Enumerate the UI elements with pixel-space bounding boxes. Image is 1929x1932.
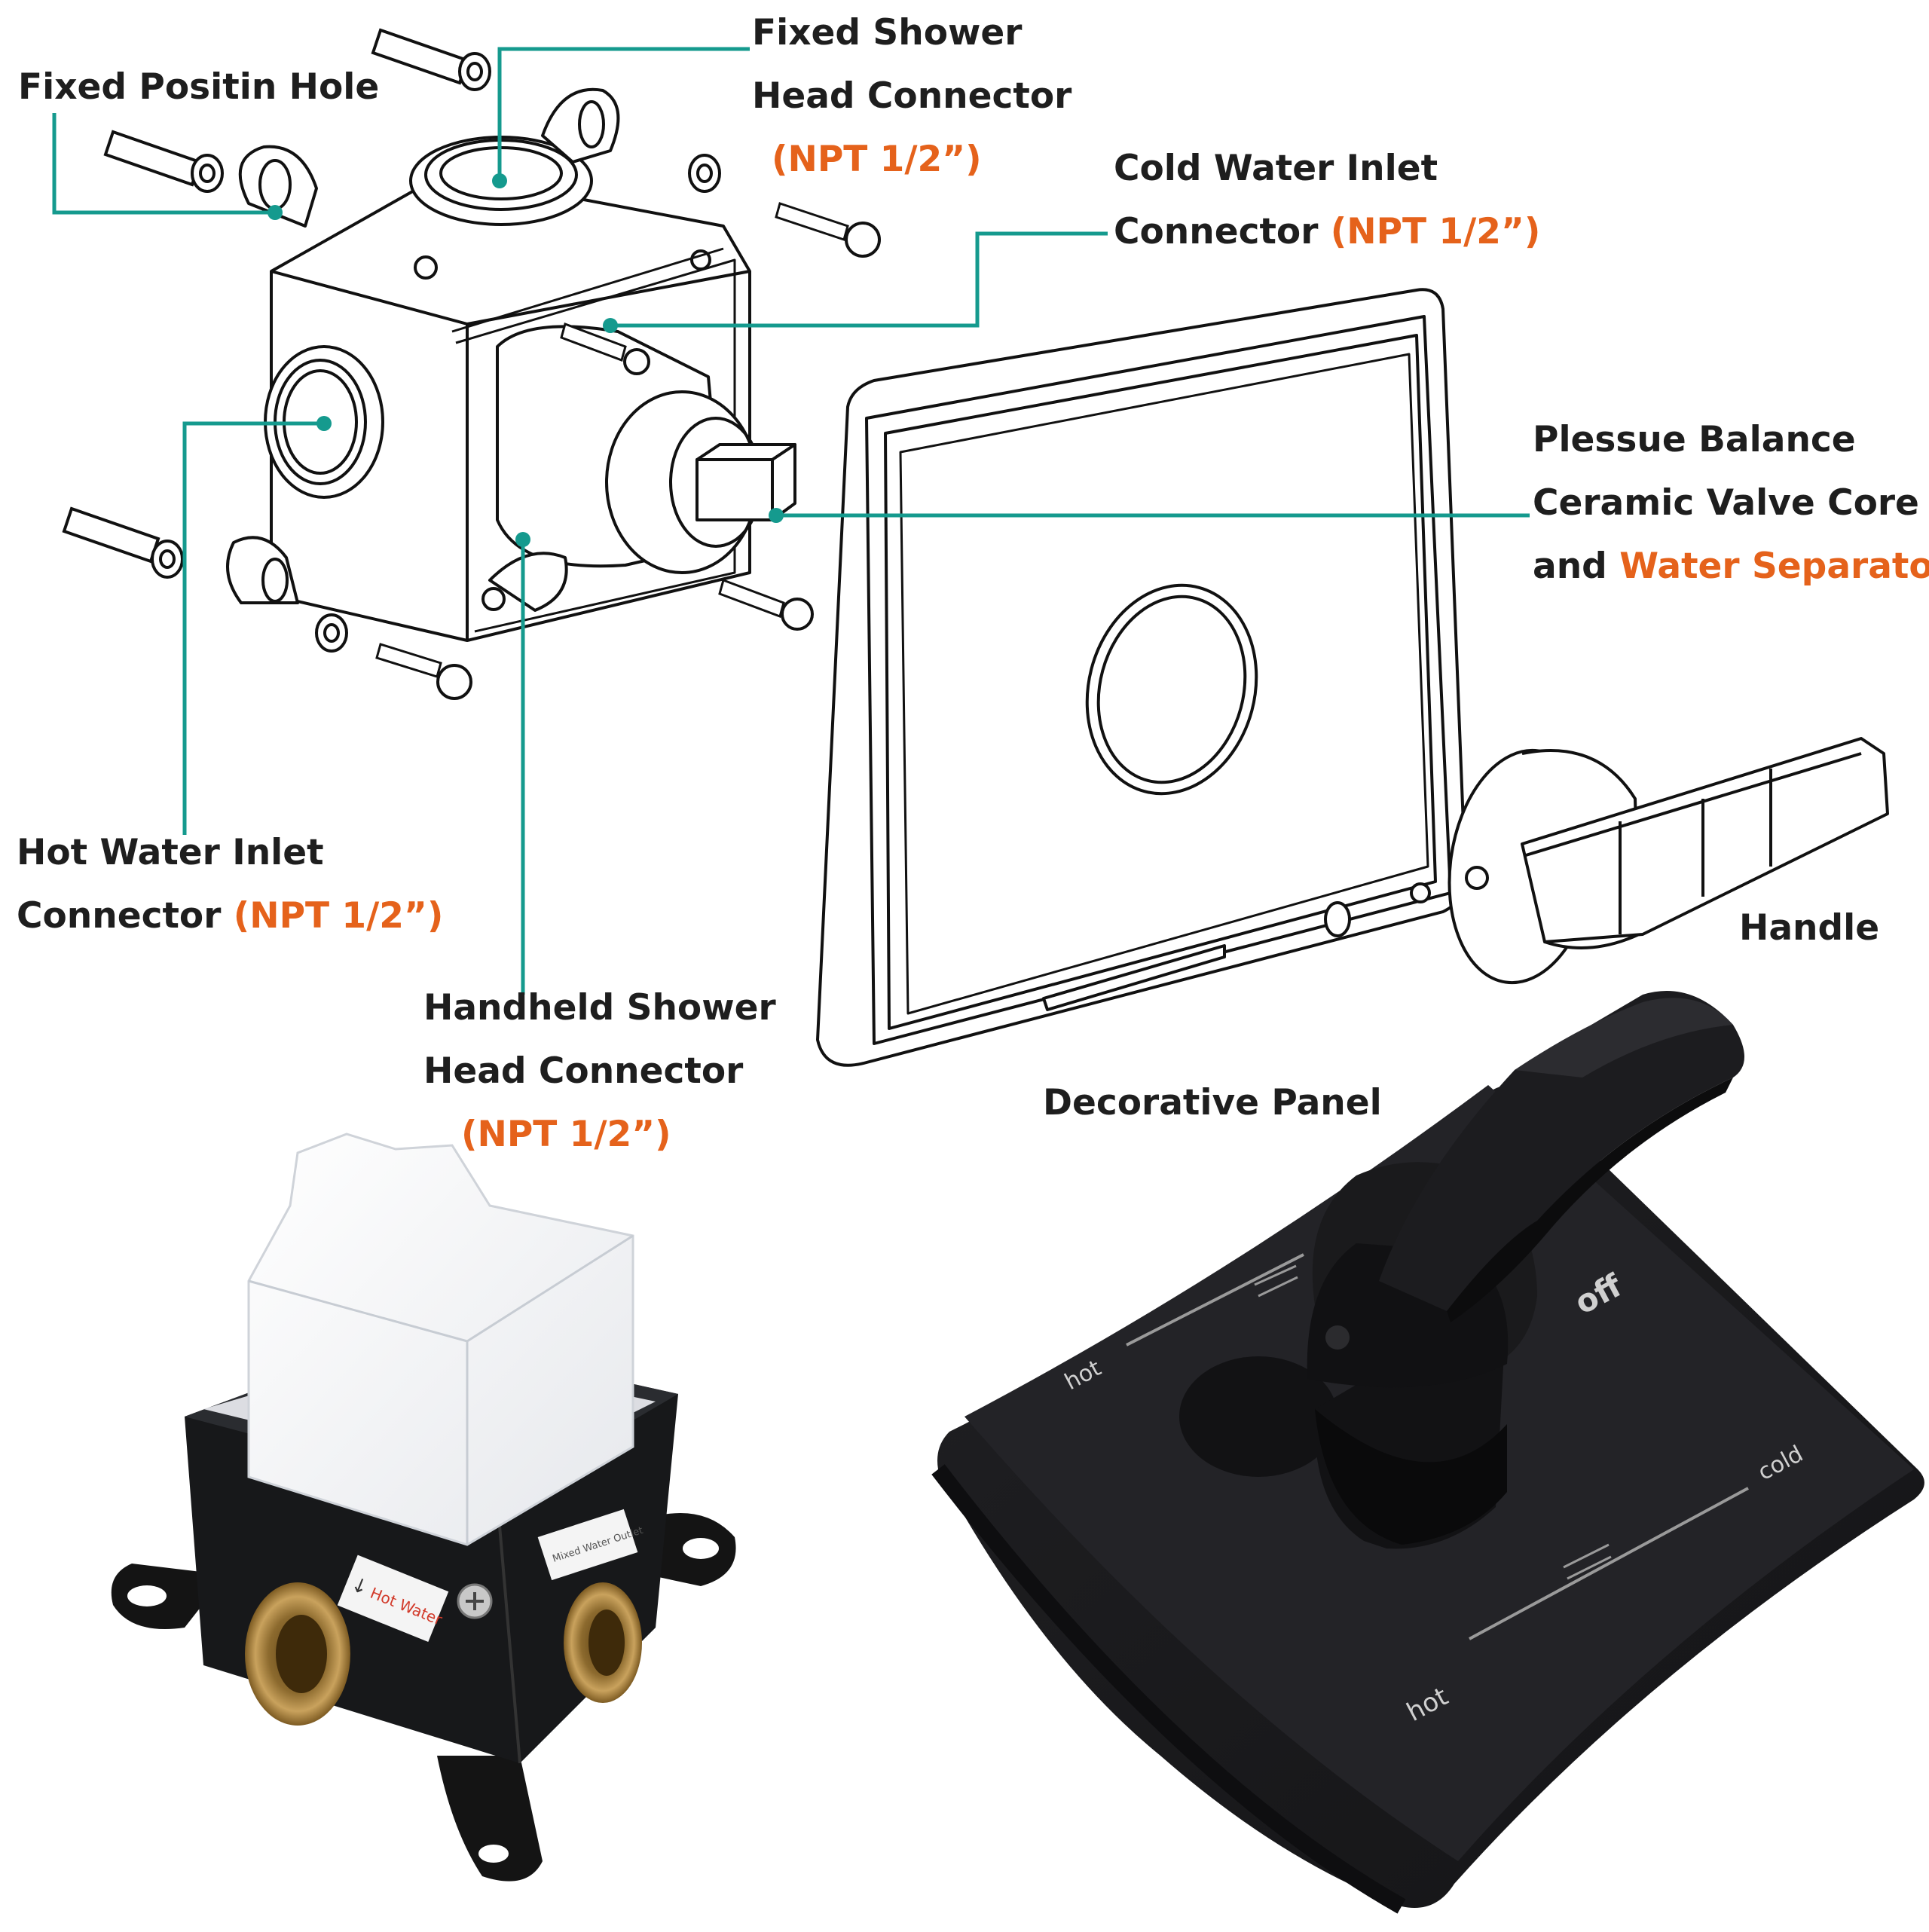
label-line: Head Connector <box>752 75 1072 117</box>
label-line: Cold Water Inlet <box>1114 148 1438 189</box>
leader-lines <box>52 47 1530 995</box>
label-accent: Water Separator <box>1619 546 1929 587</box>
label-cold-water-inlet-connector: Cold Water Inlet Connector (NPT 1/2”) <box>1114 137 1540 264</box>
label-spec: (NPT 1/2”) <box>233 895 444 937</box>
label-handheld-shower-head-connector: Handheld Shower Head Connector (NPT 1/2”… <box>423 977 776 1166</box>
label-handle: Handle <box>1739 907 1880 949</box>
label-hot-water-inlet-connector: Hot Water Inlet Connector (NPT 1/2”) <box>17 821 443 948</box>
label-line: Head Connector <box>423 1050 744 1092</box>
label-line: Connector <box>1114 211 1331 252</box>
label-spec: (NPT 1/2”) <box>772 139 982 180</box>
wall-plugs-drawing <box>62 28 881 700</box>
label-line: Connector <box>17 895 234 937</box>
label-line: Handheld Shower <box>423 987 776 1029</box>
rough-in-box-photo: Hot Water ↓ Mixed Water Outlet <box>111 1133 736 1882</box>
label-valve-core: Plessue Balance Ceramic Valve Core and W… <box>1533 408 1929 598</box>
label-line: Hot Water Inlet <box>17 832 324 873</box>
handle-drawing <box>1448 737 1889 985</box>
label-fixed-shower-head-connector: Fixed Shower Head Connector (NPT 1/2”) <box>752 2 1071 191</box>
label-line: and <box>1533 546 1620 587</box>
label-fixed-position-hole: Fixed Positin Hole <box>18 66 380 108</box>
black-trim-panel-photo: hot off cold hot <box>931 991 1924 1914</box>
label-line: Ceramic Valve Core <box>1533 482 1919 524</box>
label-line: Plessue Balance <box>1533 419 1856 460</box>
label-decorative-panel: Decorative Panel <box>1043 1082 1382 1123</box>
label-line: Fixed Shower <box>752 12 1023 53</box>
decorative-panel-drawing <box>816 288 1467 1067</box>
label-spec: (NPT 1/2”) <box>461 1114 671 1155</box>
label-spec: (NPT 1/2”) <box>1330 211 1541 252</box>
leader-dots <box>267 173 784 547</box>
